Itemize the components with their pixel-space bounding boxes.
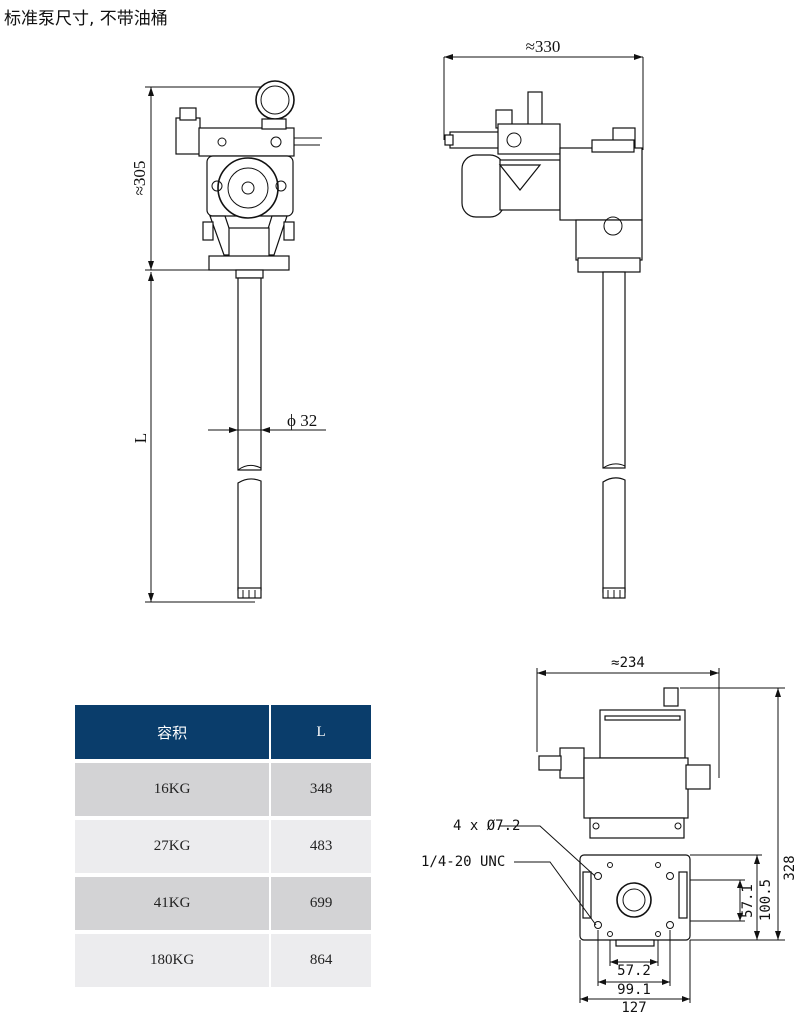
side-view: ≈330 xyxy=(443,37,644,599)
cell-length: 483 xyxy=(271,816,371,873)
cell-volume: 27KG xyxy=(75,816,272,873)
bottom-view: ≈234 328 100.5 57.1 xyxy=(421,655,798,1016)
cell-length: 348 xyxy=(271,759,371,816)
front-length-label: L xyxy=(131,433,150,443)
front-height-label: ≈305 xyxy=(130,161,149,196)
cell-volume: 41KG xyxy=(75,873,272,930)
cell-volume: 180KG xyxy=(75,930,272,987)
dim-127: 127 xyxy=(621,1000,646,1016)
side-width-label: ≈330 xyxy=(526,37,561,56)
cell-length: 699 xyxy=(271,873,371,930)
header-length: L xyxy=(271,705,371,759)
bottom-width-label: ≈234 xyxy=(611,655,645,671)
bottom-height-label: 328 xyxy=(782,855,798,880)
cell-volume: 16KG xyxy=(75,759,272,816)
dim-57-1: 57.1 xyxy=(740,884,756,918)
page-title: 标准泵尺寸, 不带油桶 xyxy=(4,9,168,29)
front-view: ≈305 L xyxy=(130,80,326,603)
holes-label: 4 x Ø7.2 xyxy=(453,818,520,834)
cell-length: 864 xyxy=(271,930,371,987)
table-row: 27KG 483 xyxy=(75,816,371,873)
thread-label: 1/4-20 UNC xyxy=(421,854,505,870)
table-row: 41KG 699 xyxy=(75,873,371,930)
dim-100-5: 100.5 xyxy=(758,879,774,921)
dim-57-2: 57.2 xyxy=(617,963,651,979)
dim-99-1: 99.1 xyxy=(617,982,651,998)
table-row: 16KG 348 xyxy=(75,759,371,816)
tube-diameter-label: ϕ 32 xyxy=(287,411,317,430)
header-volume: 容积 xyxy=(75,705,272,759)
table-row: 180KG 864 xyxy=(75,930,371,987)
table-header-row: 容积 L xyxy=(75,705,371,759)
spec-table: 容积 L 16KG 348 27KG 483 41KG 699 180KG 86… xyxy=(75,705,371,987)
